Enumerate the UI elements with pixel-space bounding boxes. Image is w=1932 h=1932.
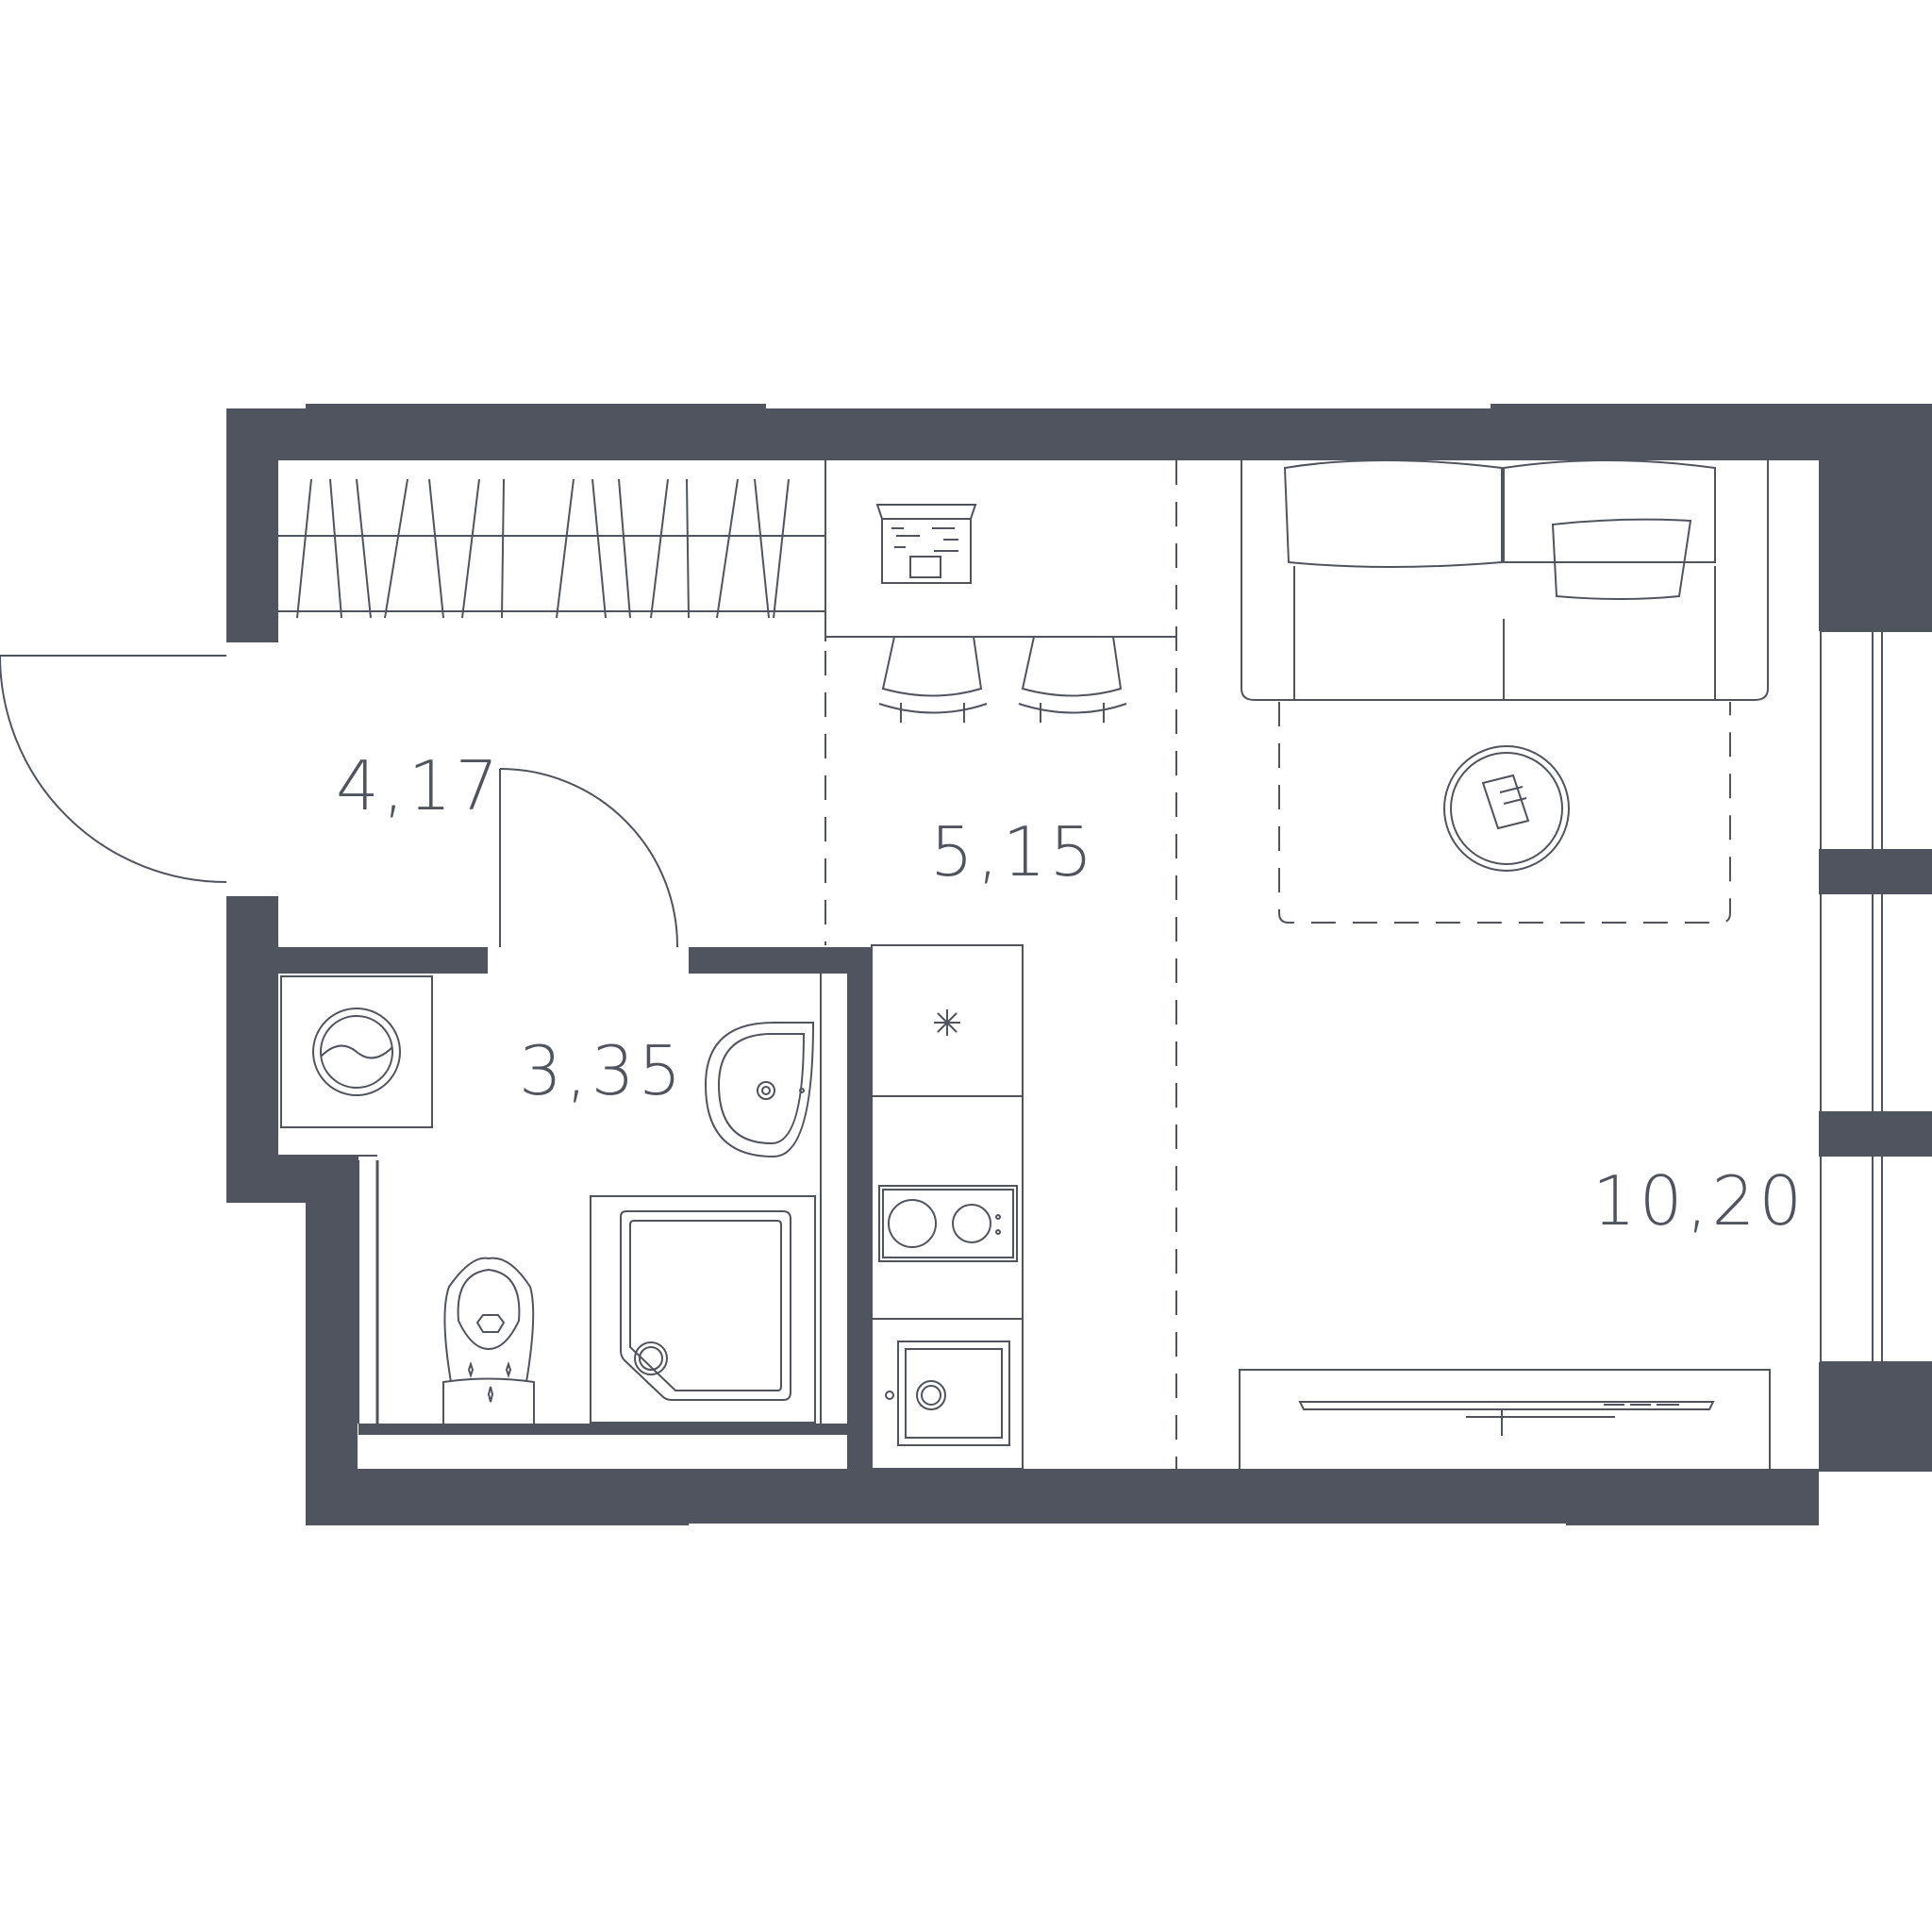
washing-machine-icon: [280, 975, 433, 1128]
wall-bottom-thick-left: [306, 1514, 689, 1525]
area-label-bathroom: 3,35: [519, 1031, 685, 1110]
wall-top-thick-right: [1491, 404, 1932, 413]
tv-stand: [1239, 1369, 1771, 1469]
wall-right-top: [1819, 408, 1932, 631]
area-label-living-room: 10,20: [1592, 1161, 1806, 1241]
tv-icon: [1298, 1401, 1715, 1436]
bathroom-door: [499, 768, 679, 948]
toilet-icon: [442, 1257, 535, 1425]
wall-bath-right: [847, 947, 871, 1475]
window: [1820, 630, 1932, 1363]
wall-bath-top-left: [278, 947, 488, 974]
wall-top-thick-left: [306, 404, 766, 413]
window-mullion-2: [1819, 1111, 1932, 1157]
cooktop-icon: [878, 1185, 1018, 1262]
walls: [226, 404, 1932, 1525]
kitchen-counter: [871, 944, 1024, 1470]
wall-bottom-thick-right: [1566, 1514, 1819, 1525]
coffee-table-icon: [1443, 745, 1570, 872]
wall-top: [226, 408, 1821, 460]
sink-icon: [704, 1022, 815, 1158]
sofa-icon: [1241, 459, 1769, 701]
wall-left-lower: [226, 896, 278, 1203]
wall-bath-bottom: [358, 1424, 849, 1435]
wall-bath-top-right: [689, 947, 863, 974]
entrance-door: [0, 655, 227, 883]
area-labels: 4,17 5,15 3,35 10,20: [336, 746, 1806, 1241]
kitchen-sink-icon: [885, 1341, 1010, 1446]
window-mullion-1: [1819, 849, 1932, 894]
chair-icon: [878, 636, 988, 723]
wall-left-upper: [226, 408, 278, 642]
wall-left-bottom: [306, 1156, 358, 1524]
area-label-kitchen: 5,15: [930, 812, 1096, 891]
laptop-icon: [875, 504, 977, 584]
bath-inner-lines: [278, 972, 849, 1435]
shower-icon: [590, 1195, 816, 1424]
chair-icon: [1018, 636, 1127, 723]
area-label-hall: 4,17: [336, 746, 502, 825]
wall-right-bottom: [1819, 1362, 1932, 1472]
fridge-icon: [934, 1009, 960, 1036]
rug: [1278, 702, 1731, 924]
wardrobe-icon: [278, 460, 826, 641]
zone-boundaries: [824, 460, 1177, 1469]
